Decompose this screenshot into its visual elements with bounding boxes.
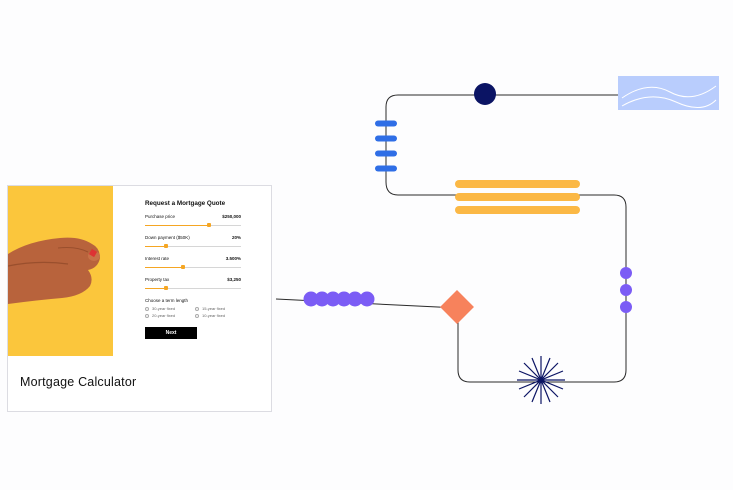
coral-diamond — [440, 290, 474, 324]
field-interest-rate: Interest rate 3.500% — [145, 256, 241, 270]
slider-thumb[interactable] — [164, 243, 169, 248]
property-tax-slider[interactable] — [145, 285, 241, 291]
field-purchase-price: Purchase price $250,000 — [145, 214, 241, 228]
field-value: 3.500% — [225, 256, 241, 261]
field-value: 20% — [231, 235, 241, 240]
radio-button[interactable] — [195, 306, 199, 311]
field-label: Down payment ($50K) — [145, 235, 190, 240]
term-option-20[interactable]: 20-year fixed — [145, 313, 191, 318]
yellow-bars — [455, 180, 580, 214]
term-option-10[interactable]: 10-year fixed — [195, 313, 241, 318]
field-value: $250,000 — [222, 214, 241, 219]
field-label: Interest rate — [145, 256, 170, 261]
radio-button[interactable] — [145, 313, 149, 318]
slider-thumb[interactable] — [164, 285, 169, 290]
slider-thumb[interactable] — [181, 264, 186, 269]
navy-node — [474, 83, 496, 105]
connector-line — [275, 94, 627, 383]
radio-button[interactable] — [195, 313, 199, 318]
hand-holding-keys-image — [8, 237, 100, 304]
radio-button[interactable] — [145, 306, 149, 311]
interest-rate-slider[interactable] — [145, 264, 241, 270]
slider-thumb[interactable] — [207, 222, 212, 227]
form-title: Request a Mortgage Quote — [145, 200, 226, 207]
field-value: $3,250 — [227, 277, 241, 282]
field-label: Purchase price — [145, 214, 176, 219]
purple-dots — [620, 267, 632, 313]
wave-card-icon — [618, 76, 719, 110]
field-property-tax: Property tax $3,250 — [145, 277, 241, 291]
term-option-30[interactable]: 30-year fixed — [145, 306, 191, 311]
field-label: Property tax — [145, 277, 170, 282]
starburst-icon — [517, 356, 565, 404]
card-title: Mortgage Calculator — [20, 375, 137, 389]
hero-image — [8, 186, 113, 356]
field-down-payment: Down payment ($50K) 20% — [145, 235, 241, 249]
quote-form: Request a Mortgage Quote Purchase price … — [145, 200, 241, 339]
term-length-label: Choose a term length — [145, 298, 189, 303]
down-payment-slider[interactable] — [145, 243, 241, 249]
term-options: 30-year fixed 15-year fixed 20-year fixe… — [145, 306, 241, 318]
purple-chain — [303, 291, 375, 307]
mortgage-calculator-card: Request a Mortgage Quote Purchase price … — [7, 185, 272, 412]
term-option-15[interactable]: 15-year fixed — [195, 306, 241, 311]
next-button[interactable]: Next — [145, 327, 197, 339]
purchase-price-slider[interactable] — [145, 222, 241, 228]
blue-dash-marks — [375, 120, 397, 172]
